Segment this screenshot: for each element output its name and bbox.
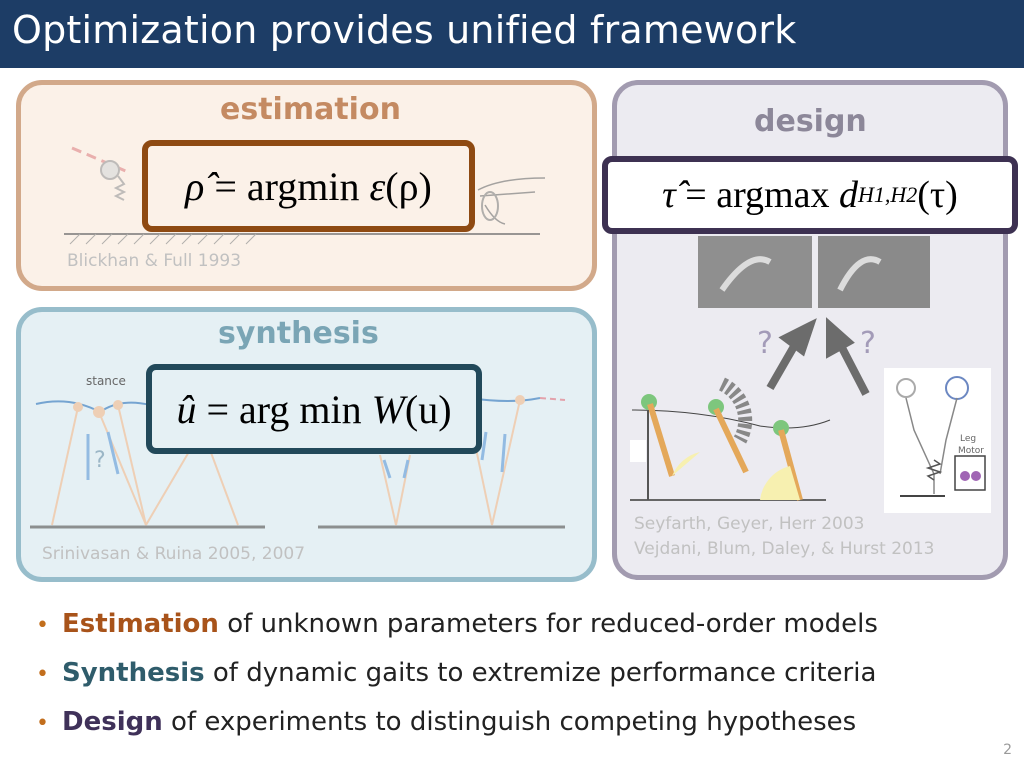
- estimation-panel: [16, 80, 597, 291]
- slide-title: Optimization provides unified framework: [12, 8, 797, 52]
- design-equation: τ̂ = argmax d H1,H2 (τ): [602, 156, 1018, 234]
- synthesis-citation: Srinivasan & Ruina 2005, 2007: [42, 544, 306, 564]
- design-question-left: ?: [757, 326, 773, 361]
- synthesis-title: synthesis: [218, 316, 379, 351]
- eq-des-op: =: [675, 174, 717, 216]
- estimation-equation: ρ̂ = argmin ε (ρ): [142, 140, 475, 232]
- design-citation-line-1: Seyfarth, Geyer, Herr 2003: [634, 514, 865, 534]
- page-number: 2: [1003, 742, 1012, 758]
- eq-des-fn: argmax: [716, 174, 839, 216]
- bullet-dot: •: [36, 711, 49, 736]
- estimation-title: estimation: [220, 92, 401, 127]
- eq-syn-op: =: [196, 386, 239, 432]
- eq-syn-arg: (u): [404, 386, 452, 432]
- eq-syn-lhs: û: [176, 386, 197, 432]
- leg-label: Leg: [960, 434, 977, 444]
- synthesis-illustration: [30, 395, 566, 529]
- design-question-right: ?: [860, 326, 876, 361]
- bullet-synthesis: • Synthesis of dynamic gaits to extremize…: [36, 652, 878, 701]
- synthesis-question-mark: ?: [94, 448, 106, 473]
- design-citation-line-2: Vejdani, Blum, Daley, & Hurst 2013: [634, 539, 935, 559]
- eq-des-arg: (τ): [917, 174, 958, 216]
- bullet-text-design: of experiments to distinguish competing …: [162, 707, 857, 737]
- estimation-citation: Blickhan & Full 1993: [67, 251, 242, 271]
- eq-des-lhs: τ̂: [662, 174, 676, 216]
- eq-est-fn: argmin: [246, 163, 370, 209]
- eq-est-op: =: [204, 163, 247, 209]
- bullet-estimation: • Estimation of unknown parameters for re…: [36, 603, 878, 652]
- bullet-design: • Design of experiments to distinguish co…: [36, 701, 878, 750]
- design-illustration: [630, 236, 991, 513]
- stance-label: stance: [86, 374, 126, 388]
- eq-des-sym: d: [838, 174, 858, 216]
- eq-syn-sym: W: [371, 386, 405, 432]
- bullet-list: • Estimation of unknown parameters for re…: [36, 603, 878, 750]
- title-bar: Optimization provides unified framework: [0, 0, 1024, 68]
- eq-est-arg: (ρ): [385, 163, 432, 209]
- eq-est-lhs: ρ̂: [185, 163, 205, 209]
- eq-des-sub: H1,H2: [857, 182, 918, 207]
- bullet-dot: •: [36, 662, 49, 687]
- bullet-keyword-design: Design: [62, 707, 163, 737]
- estimation-illustration: [64, 146, 546, 245]
- motor-label: Motor: [958, 446, 985, 456]
- design-title: design: [754, 104, 867, 139]
- eq-syn-fn: arg min: [239, 386, 372, 432]
- design-citation: Seyfarth, Geyer, Herr 2003 Vejdani, Blum…: [634, 512, 935, 562]
- bullet-text-synthesis: of dynamic gaits to extremize performanc…: [204, 658, 877, 688]
- eq-est-sym: ε: [369, 163, 386, 209]
- bullet-keyword-estimation: Estimation: [62, 609, 219, 639]
- synthesis-equation: û = arg min W (u): [146, 364, 482, 454]
- bullet-dot: •: [36, 613, 49, 638]
- bullet-text-estimation: of unknown parameters for reduced-order …: [218, 609, 878, 639]
- bullet-keyword-synthesis: Synthesis: [62, 658, 205, 688]
